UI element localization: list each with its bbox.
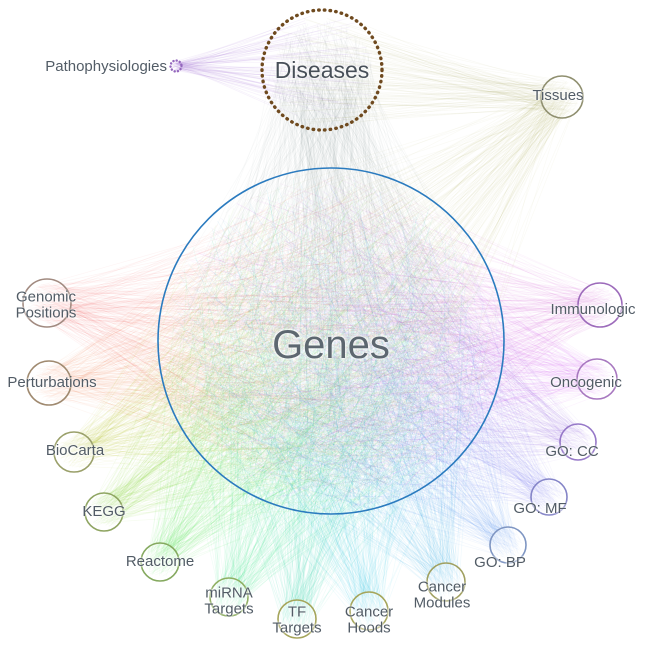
node-circle-immunologic[interactable] <box>577 282 623 328</box>
node-circle-oncogenic[interactable] <box>576 358 618 400</box>
node-circle-diseases[interactable] <box>260 8 384 132</box>
edge-fan-cancer-modules-to-genes <box>166 175 490 598</box>
edge-fan-perturbations-to-genes <box>31 177 491 498</box>
node-circle-genes[interactable] <box>157 167 505 515</box>
edge-fan-tf-targets-to-genes <box>192 179 493 635</box>
edge-fan-biocarta-to-genes <box>57 178 495 499</box>
edge-fan-pathophysiologies-to-diseases <box>171 15 374 121</box>
node-circle-tf-targets[interactable] <box>277 599 317 639</box>
edge-fan-go-cc-to-genes <box>173 185 594 507</box>
node-circle-pathophysiologies[interactable] <box>169 59 183 73</box>
edge-fan-cancer-hoods-to-genes <box>174 182 490 627</box>
edge-fan-go-mf-to-genes <box>172 178 565 512</box>
edge-fan-tissues-to-diseases <box>268 15 579 127</box>
node-circle-cancer-modules[interactable] <box>426 562 466 602</box>
node-circle-go-mf[interactable] <box>530 478 568 516</box>
node-circle-reactome[interactable] <box>140 542 180 582</box>
edge-fan-reactome-to-genes <box>143 174 490 577</box>
node-circle-mirna-targets[interactable] <box>209 577 249 617</box>
edge-fan-kegg-to-genes <box>88 183 493 528</box>
node-circle-cancer-hoods[interactable] <box>349 591 389 631</box>
node-circle-biocarta[interactable] <box>53 431 95 473</box>
edge-fan-immunologic-to-genes <box>175 175 619 508</box>
node-circle-kegg[interactable] <box>84 492 124 532</box>
edge-fan-oncogenic-to-genes <box>164 178 614 509</box>
node-circle-go-cc[interactable] <box>559 423 597 461</box>
edge-fan-genomic-positions-to-genes <box>27 176 492 507</box>
edge-fan-diseases-to-genes <box>164 20 493 507</box>
edge-fan-tissues-to-genes <box>177 80 580 497</box>
node-circle-genomic-positions[interactable] <box>22 278 72 328</box>
node-circle-go-bp[interactable] <box>489 526 527 564</box>
node-circle-perturbations[interactable] <box>26 360 72 406</box>
edge-fan-mirna-targets-to-genes <box>167 184 491 613</box>
node-circle-tissues[interactable] <box>540 75 584 119</box>
